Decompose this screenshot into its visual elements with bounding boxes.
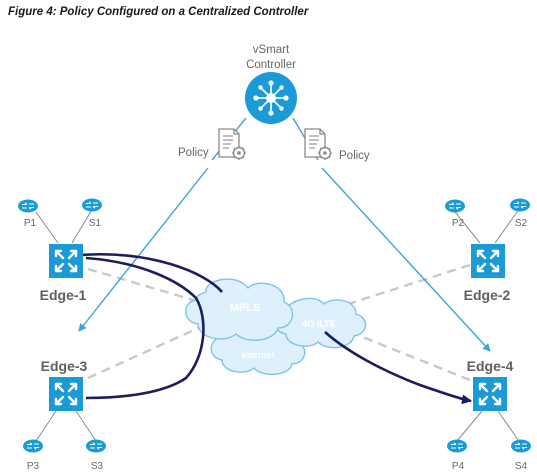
router-label-p4: P4	[452, 461, 465, 472]
edge4-switch-icon	[471, 375, 509, 413]
edge3-label: Edge-3	[41, 358, 88, 374]
controller-label-line2: Controller	[246, 59, 296, 71]
policy-document-icon-right	[304, 128, 333, 161]
cloud-mpls-label: MPLS	[230, 302, 261, 314]
router-icon-p3	[22, 438, 44, 454]
router-icon-p4	[446, 438, 468, 454]
policy-label-left: Policy	[178, 147, 209, 159]
router-icon-s4	[510, 438, 532, 454]
router-icon-s1	[81, 197, 103, 213]
traffic-path	[79, 253, 472, 405]
router-icon-s2	[509, 197, 531, 213]
cloud-internet-label: Internet	[241, 350, 274, 360]
controller-label-line1: vSmart	[253, 44, 290, 56]
edge2-label: Edge-2	[464, 287, 511, 303]
edge1-label: Edge-1	[40, 287, 87, 303]
router-label-p3: P3	[27, 461, 40, 472]
router-label-p2: P2	[452, 218, 465, 229]
cloud-lte	[274, 297, 367, 349]
cloud-lte-label: 4G /LTE	[302, 319, 335, 329]
router-label-s1: S1	[89, 218, 102, 229]
edge4-label: Edge-4	[467, 358, 514, 374]
router-icon-p1	[17, 198, 39, 214]
policy-document-icon-left	[218, 128, 247, 161]
dashed-links	[87, 263, 471, 382]
policy-label-right: Policy	[339, 150, 370, 162]
router-label-s4: S4	[515, 461, 528, 472]
figure-caption: Figure 4: Policy Configured on a Central…	[8, 6, 309, 18]
edge3-switch-icon	[47, 375, 85, 413]
router-label-s2: S2	[515, 218, 528, 229]
router-label-s3: S3	[91, 461, 104, 472]
router-label-p1: P1	[24, 218, 37, 229]
router-icon-p2	[444, 198, 466, 214]
router-icon-s3	[85, 438, 107, 454]
cloud-mpls	[185, 278, 294, 341]
edge2-switch-icon	[469, 242, 507, 280]
edge1-switch-icon	[47, 242, 85, 280]
vsmart-controller-icon	[245, 72, 297, 124]
router-links	[35, 207, 521, 442]
